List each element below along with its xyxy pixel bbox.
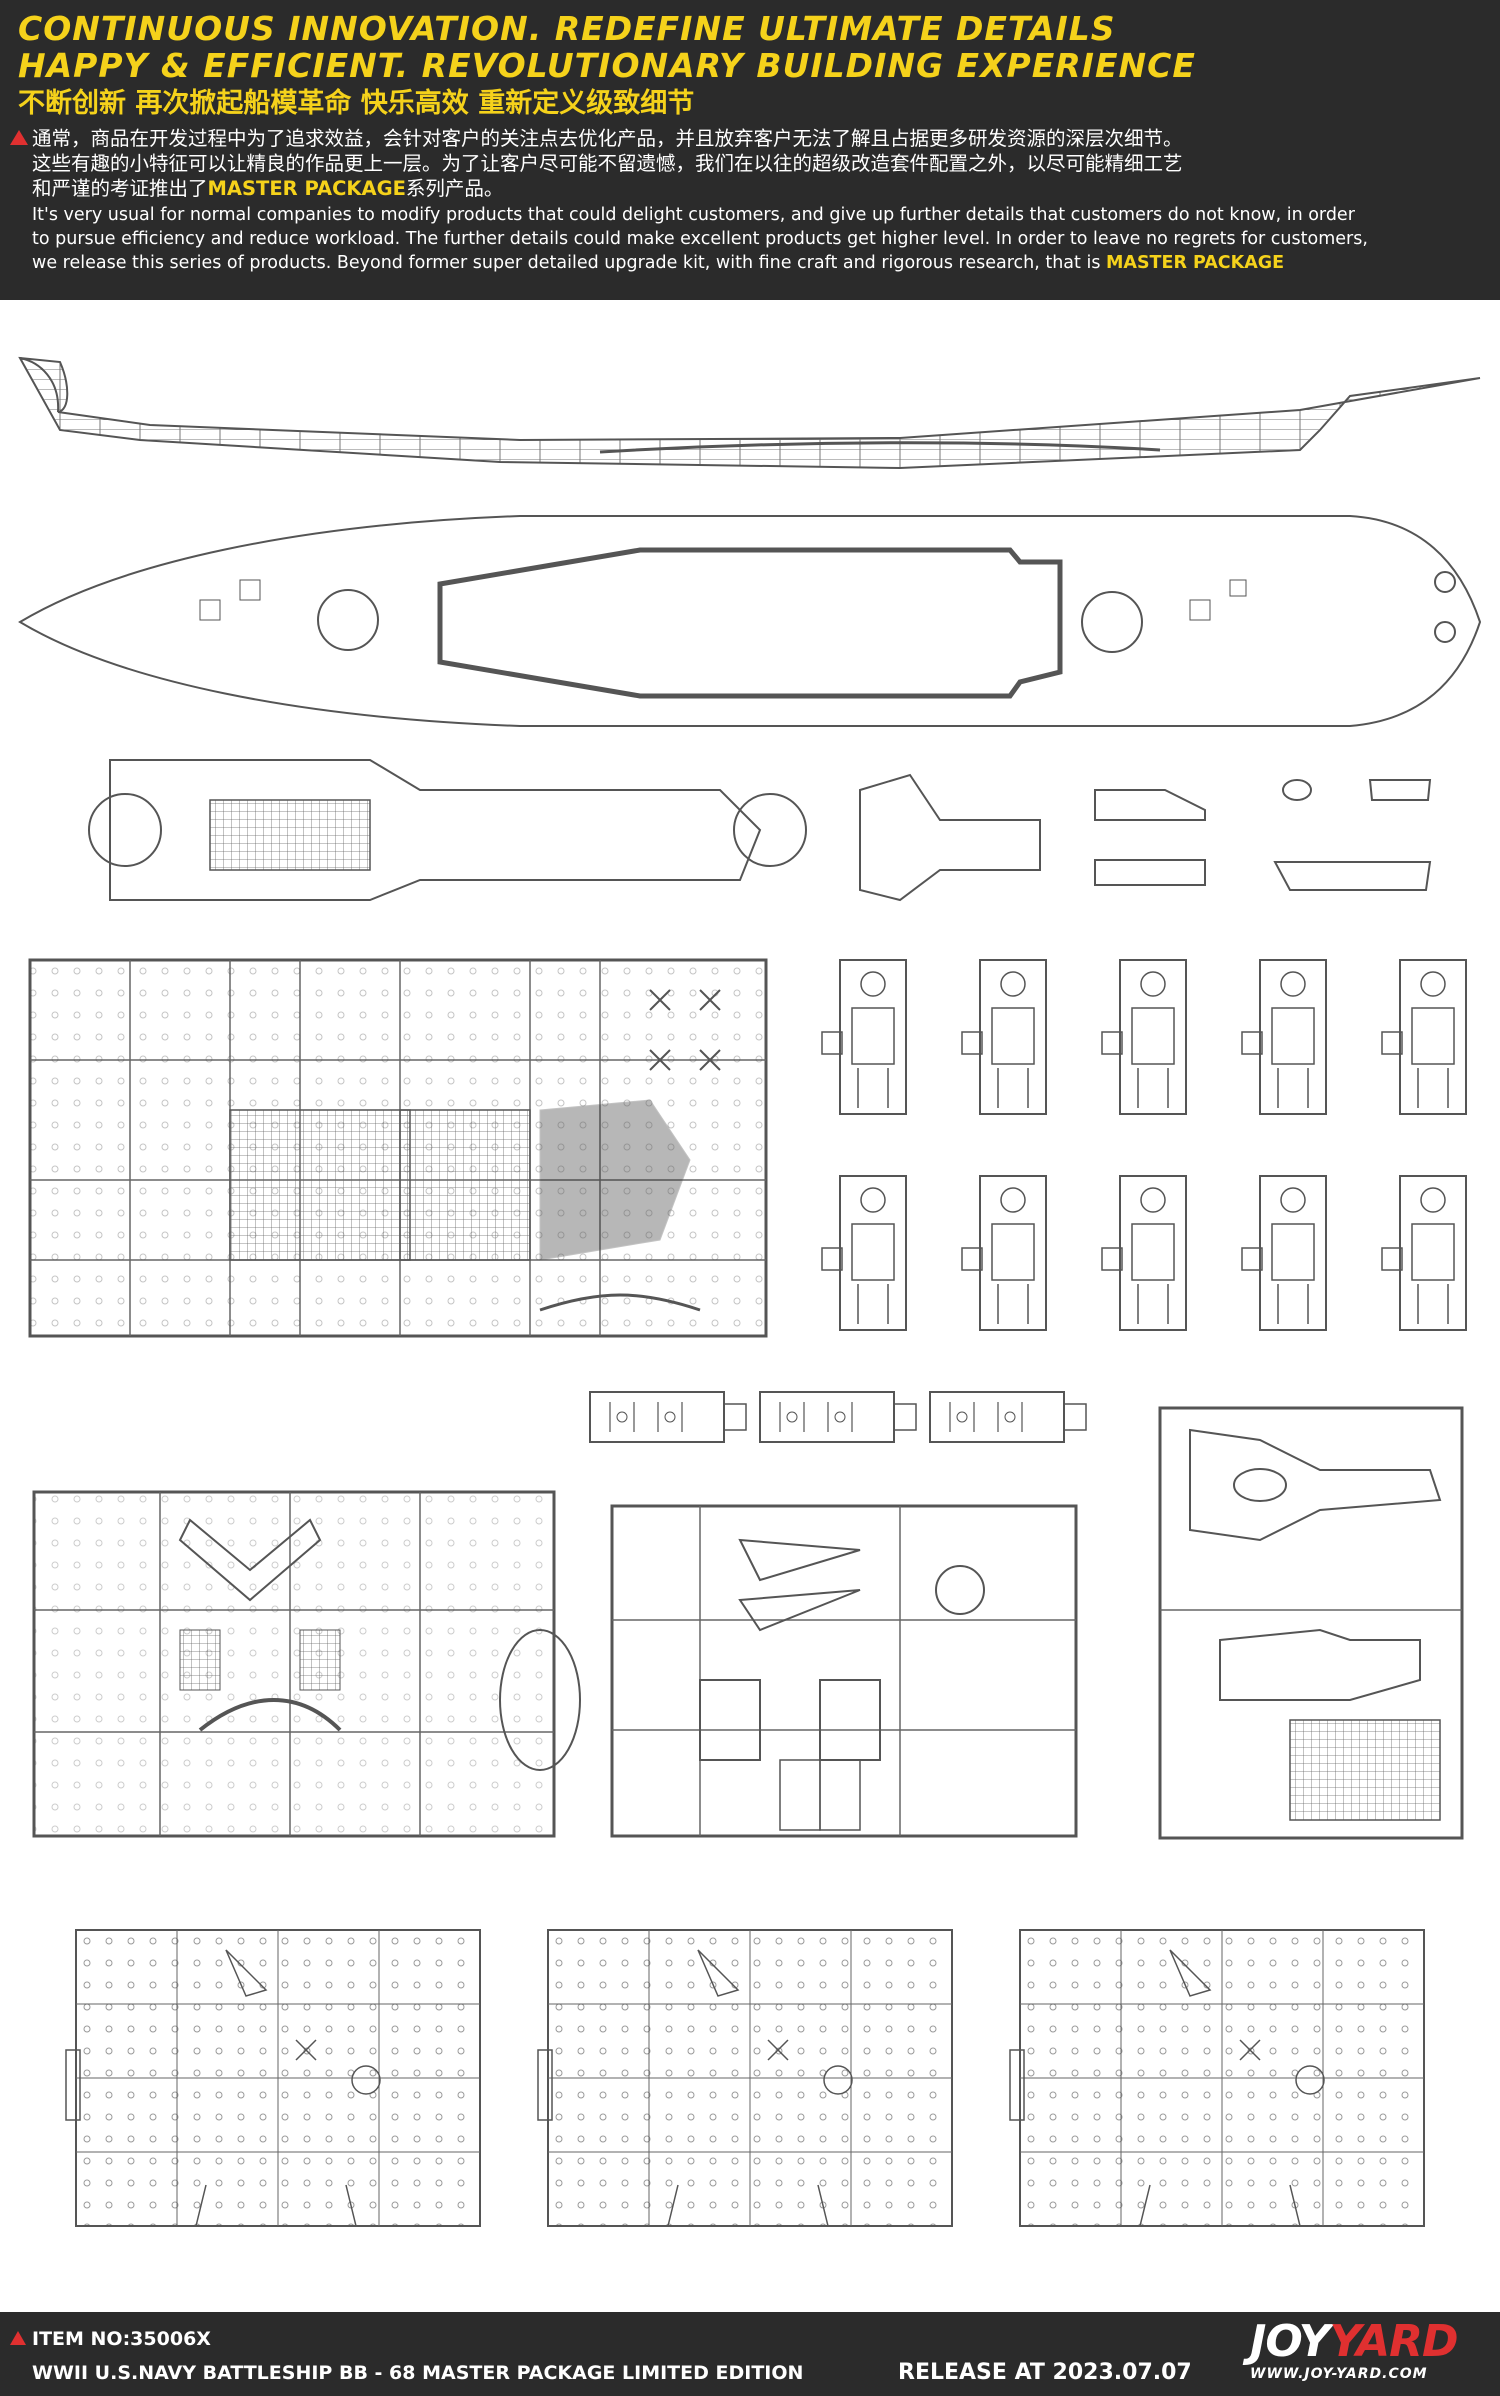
website-url: WWW.JOY-YARD.COM [1250, 2366, 1428, 2382]
master-package-highlight: MASTER PACKAGE [207, 177, 406, 200]
chinese-description: 通常，商品在开发过程中为了追求效益，会针对客户的关注点去优化产品，并且放弃客户无… [10, 126, 1482, 201]
cn-line-3: 和严谨的考证推出了MASTER PACKAGE系列产品。 [32, 177, 504, 200]
headline-2: HAPPY & EFFICIENT. REVOLUTIONARY BUILDIN… [18, 46, 1196, 85]
footer-bar: ITEM NO:35006X WWII U.S.NAVY BATTLESHIP … [0, 2312, 1500, 2396]
warning-triangle-icon [10, 130, 28, 145]
sprue-line-drawing [18, 356, 1482, 2227]
en-line-1: It's very usual for normal companies to … [32, 205, 1355, 225]
headline-chinese: 不断创新 再次掀起船模革命 快乐高效 重新定义级致细节 [18, 88, 695, 119]
release-date: RELEASE AT 2023.07.07 [898, 2360, 1192, 2385]
cn-line-2: 这些有趣的小特征可以让精良的作品更上一层。为了让客户尽可能不留遗憾，我们在以往的… [32, 152, 1183, 175]
joy-yard-logo: JOYYARD WWW.JOY-YARD.COM [1250, 2318, 1480, 2392]
headline-1: CONTINUOUS INNOVATION. REDEFINE ULTIMATE… [18, 9, 1116, 48]
master-package-highlight-en: MASTER PACKAGE [1106, 253, 1285, 273]
product-title: WWII U.S.NAVY BATTLESHIP BB - 68 MASTER … [32, 2362, 804, 2384]
cn-line-1: 通常，商品在开发过程中为了追求效益，会针对客户的关注点去优化产品，并且放弃客户无… [32, 127, 1183, 150]
en-line-3: we release this series of products. Beyo… [32, 253, 1285, 273]
english-description: It's very usual for normal companies to … [18, 203, 1482, 275]
item-number: ITEM NO:35006X [32, 2328, 211, 2350]
en-line-2: to pursue efficiency and reduce workload… [32, 229, 1368, 249]
header-banner: CONTINUOUS INNOVATION. REDEFINE ULTIMATE… [0, 0, 1500, 300]
warning-triangle-icon [10, 2331, 26, 2345]
